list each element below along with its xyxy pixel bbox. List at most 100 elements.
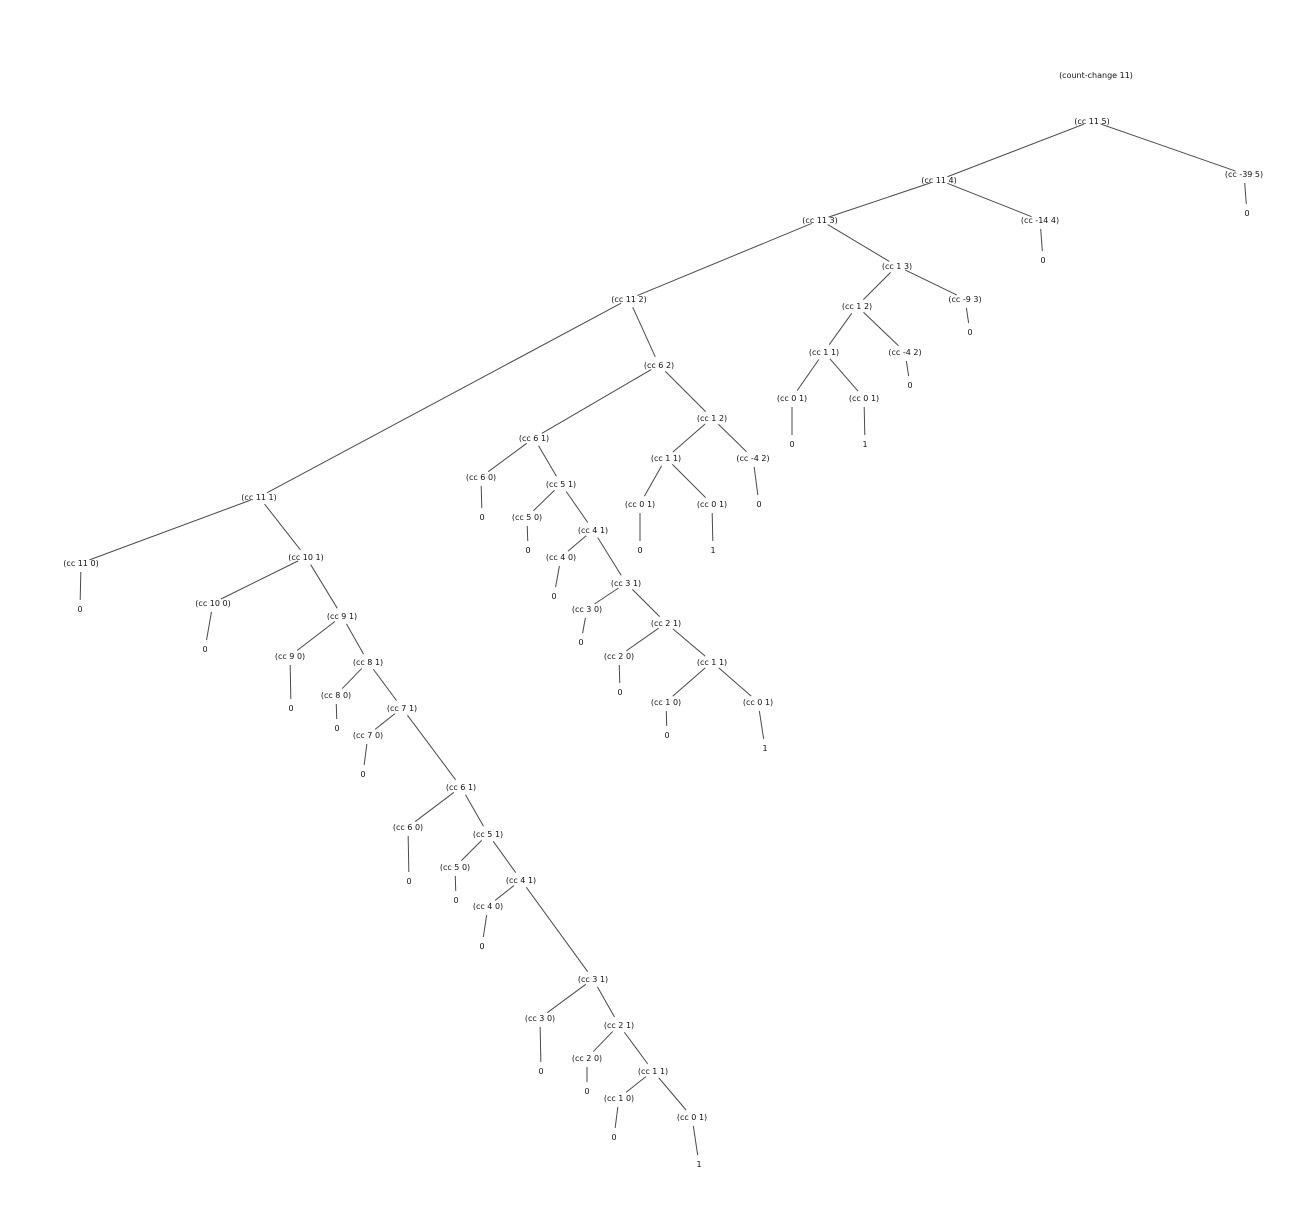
call-node: (cc 9 0) <box>275 652 305 661</box>
call-node: (cc 0 1) <box>625 500 655 509</box>
call-node: (cc 6 0) <box>393 823 423 832</box>
leaf-result: 0 <box>360 770 365 779</box>
tree-edge <box>1244 182 1247 205</box>
leaf-result: 0 <box>664 731 669 740</box>
leaf-result: 0 <box>479 513 484 522</box>
call-node: (cc 4 1) <box>578 526 608 535</box>
tree-edge <box>289 664 292 700</box>
tree-edge <box>665 371 706 412</box>
call-node: (cc 4 1) <box>506 876 536 885</box>
call-node: (cc 9 1) <box>327 612 357 621</box>
tree-edge <box>89 499 251 561</box>
tree-edge <box>465 794 484 827</box>
call-node: (cc 11 0) <box>63 559 98 568</box>
call-node: (cc 10 0) <box>195 599 230 608</box>
tree-edge <box>406 714 457 781</box>
call-node: (cc 6 1) <box>519 434 549 443</box>
tree-edge <box>828 313 853 345</box>
leaf-result: 0 <box>538 1067 543 1076</box>
tree-edge <box>632 589 660 617</box>
leaf-result: 0 <box>907 381 912 390</box>
call-node: (cc 8 0) <box>321 691 351 700</box>
call-node: (cc 1 1) <box>697 658 727 667</box>
leaf-result: 0 <box>611 1133 616 1142</box>
call-node: (cc 1 2) <box>697 414 727 423</box>
tree-edge <box>643 465 663 497</box>
leaf-result: 0 <box>77 605 82 614</box>
call-node: (cc -4 2) <box>736 454 769 463</box>
call-node: (cc -39 5) <box>1225 170 1263 179</box>
call-node: (cc 0 1) <box>743 698 773 707</box>
call-node: (cc 1 3) <box>882 262 912 271</box>
tree-edge <box>206 611 212 641</box>
tree-edge <box>494 885 515 901</box>
tree-edge <box>487 442 528 473</box>
call-node: (cc 1 2) <box>842 302 872 311</box>
leaf-result: 0 <box>479 942 484 951</box>
call-node: (cc 2 1) <box>604 1021 634 1030</box>
tree-edge <box>796 359 820 391</box>
tree-edge <box>947 123 1084 178</box>
tree-edge <box>718 423 747 453</box>
leaf-result: 1 <box>862 440 867 449</box>
call-node: (cc 0 1) <box>777 394 807 403</box>
call-node: (cc 2 0) <box>604 652 634 661</box>
call-node: (cc 3 0) <box>572 605 602 614</box>
call-node: (cc 11 4) <box>921 176 956 185</box>
tree-edge <box>596 986 616 1018</box>
tree-edge <box>692 1125 699 1156</box>
call-node: (cc 4 0) <box>473 902 503 911</box>
tree-edge <box>266 302 622 494</box>
tree-edge <box>618 664 621 684</box>
tree-edge <box>341 668 363 689</box>
leaf-result: 0 <box>288 704 293 713</box>
tree-edge <box>711 512 714 542</box>
tree-edge <box>827 224 890 262</box>
tree-nodes: (cc 11 5)(cc 11 4)(cc -39 5)0(cc 11 3)(c… <box>63 117 1263 1169</box>
tree-edge <box>407 835 410 873</box>
tree-edge <box>965 307 970 324</box>
call-node: (cc 6 1) <box>446 783 476 792</box>
leaf-result: 0 <box>453 896 458 905</box>
tree-edge <box>637 222 812 297</box>
call-node: (cc 5 1) <box>546 480 576 489</box>
call-node: (cc 3 1) <box>611 579 641 588</box>
tree-edge <box>718 667 752 697</box>
tree-edge <box>538 445 557 477</box>
tree-edge <box>363 743 368 766</box>
leaf-result: 0 <box>1040 256 1045 265</box>
call-node: (cc 0 1) <box>697 500 727 509</box>
call-node: (cc 0 1) <box>677 1113 707 1122</box>
tree-edge <box>594 587 619 605</box>
leaf-result: 0 <box>406 877 411 886</box>
tree-edges <box>79 123 1247 1156</box>
leaf-result: 1 <box>710 546 715 555</box>
call-node: (cc 0 1) <box>849 394 879 403</box>
tree-edge <box>492 841 517 873</box>
tree-edge <box>567 535 587 552</box>
leaf-result: 0 <box>584 1087 589 1096</box>
call-node: (cc 5 0) <box>512 513 542 522</box>
call-node: (cc 7 1) <box>387 704 417 713</box>
tree-edge <box>582 617 586 634</box>
leaf-result: 1 <box>696 1160 701 1169</box>
tree-edge <box>829 358 859 392</box>
call-node: (cc 6 2) <box>644 361 674 370</box>
tree-edge <box>310 564 338 609</box>
tree-edge <box>1040 228 1043 252</box>
call-node: (cc 5 0) <box>440 863 470 872</box>
call-node: (cc 1 1) <box>651 454 681 463</box>
leaf-result: 0 <box>551 592 556 601</box>
leaf-result: 0 <box>756 500 761 509</box>
tree-edge <box>546 983 587 1014</box>
tree-edge <box>264 503 301 551</box>
tree-title: (count-change 11) <box>1059 71 1133 80</box>
tree-edge <box>626 627 659 652</box>
leaf-result: 0 <box>578 638 583 647</box>
call-node: (cc 1 1) <box>638 1067 668 1076</box>
tree-edge <box>541 369 652 434</box>
call-node: (cc 1 1) <box>809 348 839 357</box>
tree-edge <box>863 311 899 347</box>
tree-edge <box>345 623 365 655</box>
tree-edge <box>296 621 336 651</box>
